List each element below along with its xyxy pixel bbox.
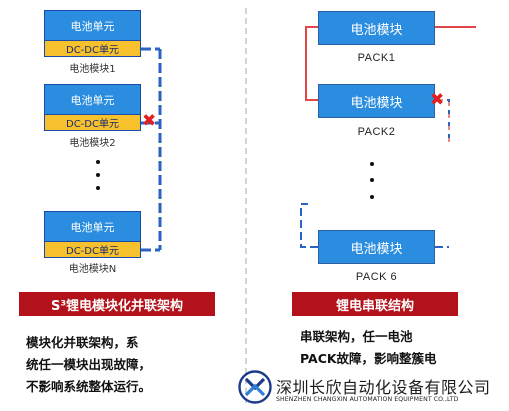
- fault-x-icon: ✖: [430, 90, 445, 110]
- ellipsis-dot: [96, 160, 100, 164]
- description-line: 不影响系统整体运行。: [26, 379, 152, 394]
- battery-cell-unit-n: 电池单元: [44, 211, 141, 242]
- dcdc-unit-2: DC-DC单元: [44, 115, 141, 131]
- module-label-1: 电池模块1: [69, 64, 116, 75]
- pack-label-1: PACK1: [357, 52, 396, 64]
- description-line: 统任一模块出现故障，: [26, 357, 152, 372]
- parallel-architecture-banner: S³锂电模块化并联架构: [19, 292, 215, 316]
- pack-module-1: 电池模块: [318, 11, 435, 45]
- series-architecture-banner: 锂电串联结构: [292, 292, 458, 316]
- pack-label-6: PACK 6: [355, 271, 398, 283]
- description-line: 串联架构，任一电池: [300, 329, 413, 344]
- module-label-2: 电池模块2: [69, 138, 116, 149]
- company-logo-icon: [238, 370, 272, 404]
- ellipsis-dot: [96, 173, 100, 177]
- dcdc-unit-n: DC-DC单元: [44, 242, 141, 258]
- company-name-en: SHENZHEN CHANGXIN AUTOMATION EQUIPMENT C…: [276, 396, 459, 403]
- battery-cell-unit-2: 电池单元: [44, 84, 141, 115]
- fault-x-icon: ✖: [142, 111, 157, 131]
- pack-label-2: PACK2: [357, 126, 396, 138]
- module-label-n: 电池模块N: [68, 264, 117, 275]
- ellipsis-dot: [370, 195, 374, 199]
- parallel-description: 模块化并联架构，系 统任一模块出现故障， 不影响系统整体运行。: [26, 332, 151, 398]
- pack-module-6: 电池模块: [318, 230, 435, 264]
- divider-line: [245, 8, 247, 403]
- ellipsis-dot: [370, 162, 374, 166]
- series-description: 串联架构，任一电池 PACK故障，影响整簇电: [300, 326, 437, 370]
- company-name-cn: 深圳长欣自动化设备有限公司: [276, 378, 491, 397]
- pack-module-2: 电池模块: [318, 84, 435, 118]
- ellipsis-dot: [96, 186, 100, 190]
- ellipsis-dot: [370, 178, 374, 182]
- battery-cell-unit-1: 电池单元: [44, 10, 141, 41]
- dcdc-unit-1: DC-DC单元: [44, 41, 141, 57]
- description-line: 模块化并联架构，系: [26, 335, 139, 350]
- description-line: PACK故障，影响整簇电: [300, 351, 437, 366]
